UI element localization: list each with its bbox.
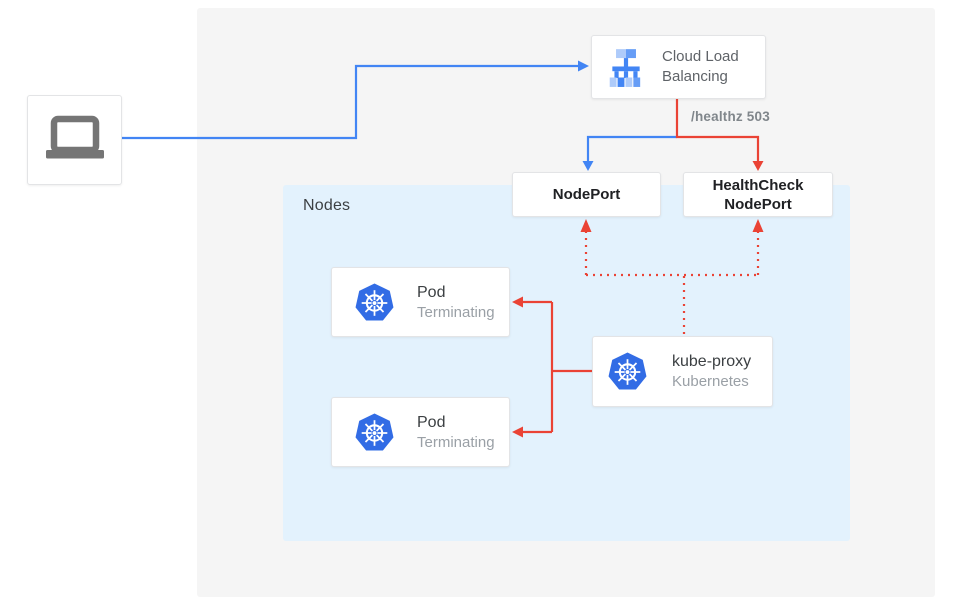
kube-proxy-subtitle: Kubernetes [672, 373, 749, 390]
nodeport-node: NodePort [512, 172, 661, 217]
kubernetes-icon [607, 351, 648, 392]
pod-title: Pod [417, 283, 446, 301]
kube-proxy-node: kube-proxy Kubernetes [592, 336, 773, 407]
healthz-status-label: /healthz 503 [691, 109, 770, 124]
kube-proxy-title: kube-proxy [672, 353, 752, 370]
pod-status: Terminating [417, 303, 495, 321]
cloud-load-balancing-label: Cloud Load Balancing [662, 48, 739, 85]
pod-node-1: Pod Terminating [331, 267, 510, 337]
kubernetes-icon [354, 412, 395, 453]
healthcheck-nodeport-label: HealthCheck NodePort [712, 176, 804, 213]
kubernetes-icon [354, 282, 395, 323]
nodes-group-label: Nodes [303, 197, 351, 214]
laptop-icon [43, 115, 107, 165]
pod-status: Terminating [417, 433, 495, 451]
nodeport-label: NodePort [552, 186, 621, 203]
pod-title: Pod [417, 413, 446, 431]
cloud-load-balancing-icon [604, 46, 648, 88]
pod-node-2: Pod Terminating [331, 397, 510, 467]
healthcheck-nodeport-node: HealthCheck NodePort [683, 172, 833, 217]
cloud-load-balancing-node: Cloud Load Balancing [591, 35, 766, 99]
client-node [27, 95, 122, 185]
